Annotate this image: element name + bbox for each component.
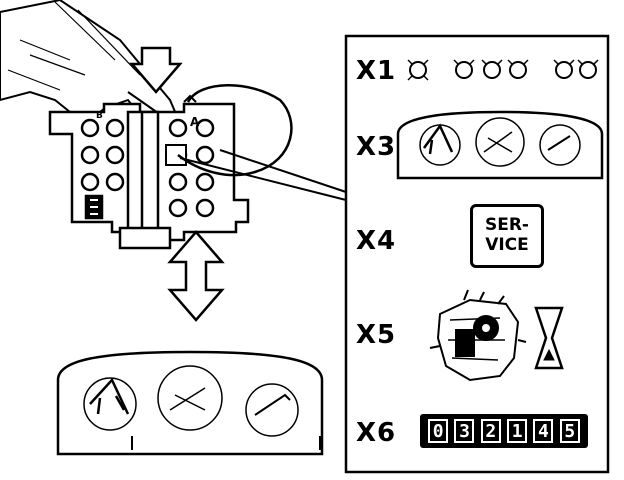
odometer-digit: 2 xyxy=(480,419,501,443)
service-indicator: SER- VICE xyxy=(470,204,544,268)
odometer-digit: 3 xyxy=(454,419,475,443)
odometer-display: 0 3 2 1 4 5 xyxy=(420,414,588,448)
service-line-1: SER- xyxy=(484,215,529,236)
diagnostic-connector xyxy=(48,102,250,250)
service-line-2: VICE xyxy=(485,235,529,255)
instrument-cluster-large xyxy=(56,350,324,456)
odometer-digit: 4 xyxy=(533,419,554,443)
odometer-digit: 1 xyxy=(507,419,528,443)
label-x5: X5 xyxy=(356,320,397,350)
lamp-circle-icons xyxy=(407,59,599,81)
connector-label-b: B xyxy=(96,111,103,121)
connector-label-a: A xyxy=(190,115,200,129)
label-x1: X1 xyxy=(356,56,397,86)
engine-icon xyxy=(429,289,527,382)
hourglass-icon xyxy=(534,306,564,370)
double-arrow-icon xyxy=(167,230,225,322)
label-x3: X3 xyxy=(356,132,397,162)
label-x4: X4 xyxy=(356,226,397,256)
odometer-digit: 5 xyxy=(559,419,580,443)
press-arrow-icon xyxy=(129,46,183,94)
odometer-digit: 0 xyxy=(428,419,449,443)
jumper-wire xyxy=(177,84,293,177)
label-x6: X6 xyxy=(356,418,397,448)
instrument-cluster-small xyxy=(396,110,604,180)
pointer-lines xyxy=(179,149,347,201)
